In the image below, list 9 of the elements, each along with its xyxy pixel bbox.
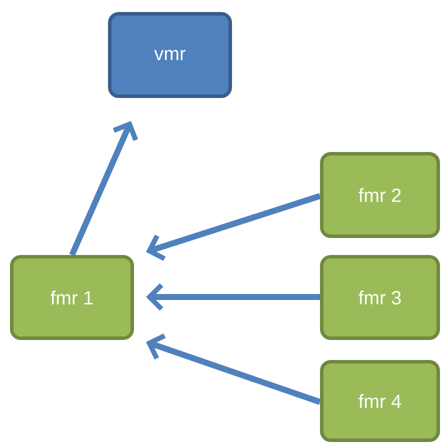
process-box: vmr: [108, 12, 232, 98]
process-box: fmr 1: [10, 255, 134, 340]
arrow: [146, 283, 320, 311]
arrow: [69, 121, 138, 256]
process-box: fmr 2: [320, 152, 440, 238]
process-box: fmr 3: [320, 255, 440, 340]
process-box: fmr 4: [320, 360, 440, 442]
arrow: [146, 193, 321, 261]
arrow: [146, 333, 321, 405]
